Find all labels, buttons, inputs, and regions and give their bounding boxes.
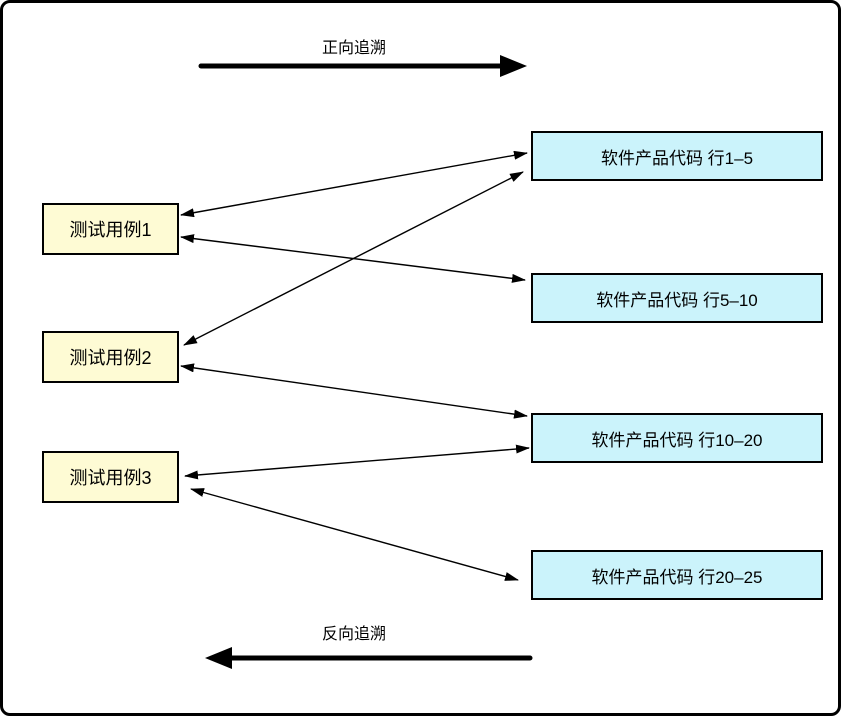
forward-trace-arrow-head [500,55,527,77]
trace-connector [183,171,524,346]
code-block-label-2: 软件产品代码 行5–10 [596,290,758,310]
test-case-box-3: 测试用例3 [42,451,179,503]
code-block-label-1: 软件产品代码 行1–5 [600,148,754,168]
backward-trace-label: 反向追溯 [321,626,386,643]
connector-layer [180,55,533,669]
trace-connector [180,363,528,419]
test-case-label-2: 测试用例2 [69,348,152,368]
connector-group [180,150,530,581]
forward-trace-label: 正向追溯 [321,40,386,57]
test-case-box-1: 测试用例1 [42,203,179,255]
test-case-label-3: 测试用例3 [69,468,152,488]
code-block-box-1: 软件产品代码 行1–5 [531,131,823,181]
backward-trace-arrow-head [205,647,232,669]
code-block-label-4: 软件产品代码 行20–25 [591,567,763,587]
trace-connector [184,444,530,480]
code-block-label-3: 软件产品代码 行10–20 [591,430,763,450]
big-arrow-group [198,55,533,669]
code-block-box-4: 软件产品代码 行20–25 [531,550,823,600]
trace-connector [180,150,528,218]
code-block-box-3: 软件产品代码 行10–20 [531,413,823,463]
test-case-box-2: 测试用例2 [42,331,179,383]
code-block-box-2: 软件产品代码 行5–10 [531,273,823,323]
trace-connector [190,488,519,581]
test-case-label-1: 测试用例1 [69,220,152,240]
